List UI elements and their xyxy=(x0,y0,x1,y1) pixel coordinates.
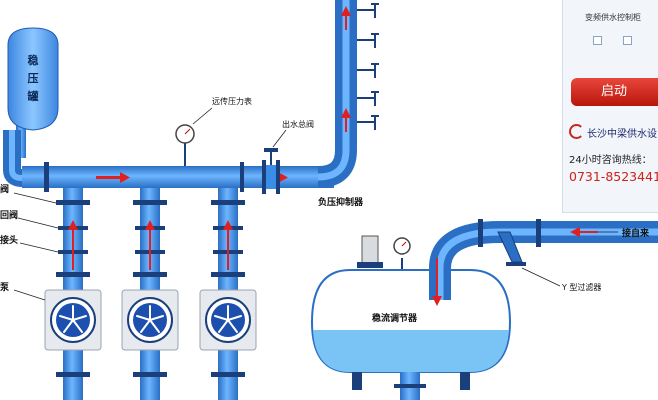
outlet-valve xyxy=(262,129,287,194)
remote-pressure-gauge xyxy=(175,107,213,166)
y-filter-label: Y 型过滤器 xyxy=(561,282,601,292)
left-leader-lines xyxy=(13,192,59,301)
tank-label-1: 稳 xyxy=(28,53,39,67)
flange xyxy=(240,162,244,192)
flow-regulator-label: 稳流调节器 xyxy=(372,312,418,324)
tank-label-2: 压 xyxy=(28,71,39,85)
flow-arrows-inlet xyxy=(432,227,598,306)
inlet-label: 接自来 xyxy=(622,227,650,239)
riser-pipe xyxy=(341,3,379,132)
flange xyxy=(44,162,49,192)
pump-unit-1 xyxy=(44,188,102,400)
hotline-number: 0731-8523441 xyxy=(569,169,658,184)
control-cabinet-panel: 变频供水控制柜 启动 长沙中梁供水设 24小时咨询热线： 0731-852344… xyxy=(562,0,658,213)
left-pump-label: 泵 xyxy=(0,282,10,293)
left-check-valve-label: 回阀 xyxy=(0,209,18,221)
panel-checkbox[interactable] xyxy=(623,36,632,45)
left-valve-label: 阀 xyxy=(0,183,9,195)
brand-logo-icon xyxy=(569,124,584,139)
negative-pressure-suppressor-label: 负压抑制器 xyxy=(318,196,364,208)
left-joint-label: 接头 xyxy=(0,234,18,246)
pump-unit-2 xyxy=(121,188,179,400)
tank-label-3: 罐 xyxy=(27,89,39,103)
y-filter xyxy=(497,231,526,266)
flange xyxy=(536,219,541,247)
panel-checkbox[interactable] xyxy=(593,36,602,45)
hotline-label: 24小时咨询热线： xyxy=(569,155,652,166)
pump-unit-3 xyxy=(199,188,257,400)
brand-name: 长沙中梁供水设 xyxy=(587,129,657,140)
start-button[interactable]: 启动 xyxy=(571,78,658,106)
brand-line: 长沙中梁供水设 xyxy=(569,124,657,140)
main-header-pipe xyxy=(3,0,357,192)
inlet-pipe xyxy=(429,219,658,300)
panel-title: 变频供水控制柜 xyxy=(585,13,641,22)
outlet-valve-label: 出水总阀 xyxy=(282,119,314,129)
flow-regulator-tank xyxy=(310,235,512,400)
remote-gauge-label: 远传压力表 xyxy=(212,96,252,106)
flow-arrows-riser xyxy=(341,6,351,132)
flange xyxy=(478,219,483,247)
